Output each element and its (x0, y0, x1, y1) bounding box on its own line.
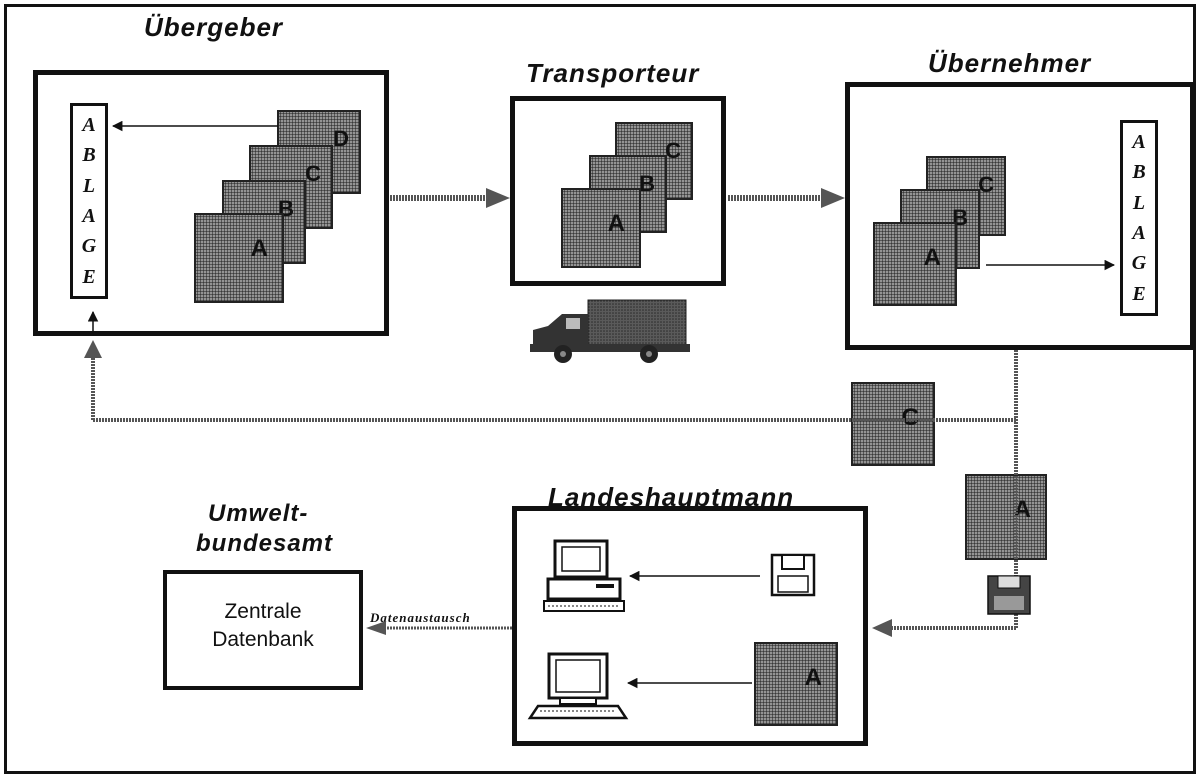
database-label-line2: Datenbank (212, 628, 314, 651)
ablage-letter: B (1132, 161, 1146, 184)
ablage-letter: G (81, 235, 97, 258)
document-c-return: C (851, 382, 935, 466)
ablage-letter: E (1132, 282, 1146, 305)
ablage-letter: L (1132, 191, 1146, 214)
uebergeber-title: Übergeber (144, 12, 284, 42)
uebernehmer-ablage: A B L A G E (1120, 120, 1158, 316)
ablage-letter: A (1132, 222, 1146, 245)
uebernehmer-title: Übernehmer (928, 48, 1092, 78)
ablage-letter: G (1131, 252, 1147, 275)
ablage-letter: A (82, 114, 96, 137)
umweltbundesamt-title-line1: Umwelt- (208, 500, 309, 527)
transporteur-title: Transporteur (526, 58, 700, 88)
diagram-frame (4, 4, 1196, 774)
document-a: A (873, 222, 957, 306)
landeshauptmann-document-a: A (754, 642, 838, 726)
uebergeber-ablage: A B L A G E (70, 103, 108, 299)
document-a: A (561, 188, 641, 268)
ablage-letter: L (82, 174, 96, 197)
database-label-line1: Zentrale (224, 600, 302, 623)
ablage-letter: B (82, 144, 96, 167)
ablage-letter: E (82, 265, 96, 288)
database-box (163, 570, 363, 690)
umweltbundesamt-title-line2: bundesamt (196, 530, 334, 557)
ablage-letter: A (82, 205, 96, 228)
datenaustausch-label: Datenaustausch (370, 610, 471, 625)
ablage-letter: A (1132, 131, 1146, 154)
document-a: A (194, 213, 284, 303)
document-a-authority: A (965, 474, 1047, 560)
